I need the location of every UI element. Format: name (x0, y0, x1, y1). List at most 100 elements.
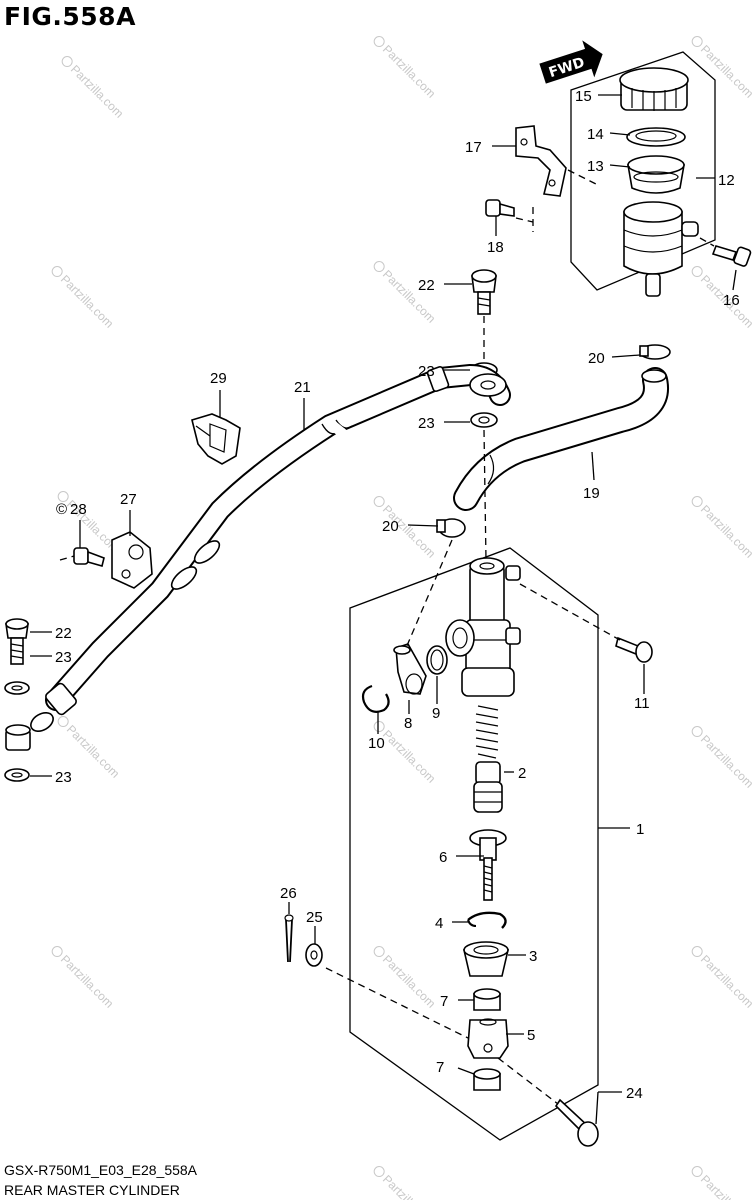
part-14-plate (626, 127, 686, 147)
callout-16: 16 (723, 292, 740, 309)
part-11-screw (615, 636, 653, 663)
callout-11: 11 (634, 695, 650, 712)
callout-6: 6 (439, 849, 447, 866)
callout-18: 18 (487, 239, 504, 256)
callout-24: 24 (626, 1085, 643, 1102)
svg-text:Partzilla.com: Partzilla.com (380, 42, 438, 100)
part-8-connector (393, 643, 427, 695)
callout-20-lower: 20 (382, 518, 399, 535)
assembly-lines (59, 169, 715, 1105)
part-10-circlip (361, 684, 390, 713)
part-23-washer-d (4, 768, 30, 782)
svg-text:Partzilla.com: Partzilla.com (64, 722, 122, 780)
callout-15: 15 (575, 88, 592, 105)
callout-17: 17 (465, 139, 482, 156)
callout-2: 2 (518, 765, 526, 782)
banjo-eye-lower (5, 724, 31, 751)
watermark: Partzilla.com (373, 1166, 438, 1200)
part-21-brake-hose (30, 363, 511, 732)
svg-text:Partzilla.com: Partzilla.com (58, 272, 116, 330)
part-7-nut-upper (473, 988, 501, 1011)
callout-7-upper: 7 (440, 993, 448, 1010)
part-25-washer (305, 943, 323, 967)
callout-22-lower: 22 (55, 625, 72, 642)
callout-26: 26 (280, 885, 297, 902)
part-16-bolt (711, 245, 752, 267)
part-12-reservoir-body (623, 201, 699, 297)
watermark: Partzilla.com (691, 1166, 752, 1200)
part-6-push-rod (469, 829, 507, 901)
callout-12: 12 (718, 172, 735, 189)
callout-21: 21 (294, 379, 311, 396)
part-23-washer-c (4, 681, 30, 695)
callout-1: 1 (636, 821, 644, 838)
callout-22-upper: 22 (418, 277, 435, 294)
callout-13: 13 (587, 158, 604, 175)
callout-19: 19 (583, 485, 600, 502)
callout-25: 25 (306, 909, 323, 926)
callout-labels: 15 14 13 12 16 17 18 22 23 23 20 19 20 2… (55, 88, 740, 1102)
part-24-clevis-pin (554, 1098, 599, 1147)
fwd-label: FWD (547, 55, 587, 82)
callout-27: 27 (120, 491, 137, 508)
part-2-piston-spring (473, 705, 503, 813)
part-22-banjo-bolt-lower (5, 618, 29, 665)
part-15-reservoir-cap (619, 67, 689, 111)
part-22-banjo-bolt-upper (471, 269, 497, 315)
callout-4: 4 (435, 915, 443, 932)
part-18-bolt (485, 199, 515, 217)
part-29-hose-clamp (191, 413, 241, 465)
watermark: Partzilla.com (373, 496, 438, 561)
part-26-cotter-pin (284, 914, 294, 963)
callout-7-lower: 7 (436, 1059, 444, 1076)
callout-10: 10 (368, 735, 385, 752)
callout-23-a: 23 (418, 363, 435, 380)
svg-text:Partzilla.com: Partzilla.com (380, 727, 438, 785)
watermark: Partzilla.com (691, 726, 752, 791)
part-20-hose-clamp-lower (436, 518, 466, 538)
leader-lines (30, 94, 737, 1125)
fwd-arrow-icon: FWD (539, 40, 603, 84)
reservoir-group-frame (570, 51, 716, 291)
part-4-circlip (467, 911, 507, 929)
callout-8: 8 (404, 715, 412, 732)
callout-28: © 28 (56, 501, 87, 518)
part-19-reservoir-hose (453, 367, 669, 511)
callout-29: 29 (210, 370, 227, 387)
callout-3: 3 (529, 948, 537, 965)
svg-text:Partzilla.com: Partzilla.com (698, 502, 752, 560)
callout-23-b: 23 (418, 415, 435, 432)
svg-text:Partzilla.com: Partzilla.com (698, 732, 752, 790)
svg-text:Partzilla.com: Partzilla.com (380, 267, 438, 325)
figure-title: FIG.558A (4, 2, 136, 31)
svg-text:Partzilla.com: Partzilla.com (698, 1172, 752, 1200)
watermark: Partzilla.com (61, 56, 126, 121)
part-23-washer-b (470, 412, 498, 428)
watermark: Partzilla.com (51, 946, 116, 1011)
master-cylinder-group-frame (349, 547, 599, 1141)
model-code: GSX-R750M1_E03_E28_558A (4, 1162, 198, 1178)
figure-caption: REAR MASTER CYLINDER (4, 1182, 180, 1198)
part-28-bolt (73, 547, 105, 567)
part-27-clamp-plate (111, 531, 153, 589)
callout-20-upper: 20 (588, 350, 605, 367)
svg-text:Partzilla.com: Partzilla.com (380, 1172, 438, 1200)
callout-5: 5 (527, 1027, 535, 1044)
part-13-diaphragm (627, 155, 685, 194)
svg-text:Partzilla.com: Partzilla.com (68, 62, 126, 120)
part-20-hose-clamp-upper (639, 344, 671, 360)
part-9-o-ring (426, 645, 448, 675)
callout-23-d: 23 (55, 769, 72, 786)
part-3-dust-boot (462, 941, 510, 977)
watermark: Partzilla.com (373, 36, 438, 101)
watermark: Partzilla.com (691, 496, 752, 561)
svg-text:Partzilla.com: Partzilla.com (698, 952, 752, 1010)
part-7-nut-lower (473, 1068, 501, 1091)
watermark: Partzilla.com (691, 36, 752, 101)
callout-9: 9 (432, 705, 440, 722)
svg-text:28: 28 (70, 501, 87, 518)
part-17-bracket (515, 125, 567, 197)
callout-14: 14 (587, 126, 604, 143)
